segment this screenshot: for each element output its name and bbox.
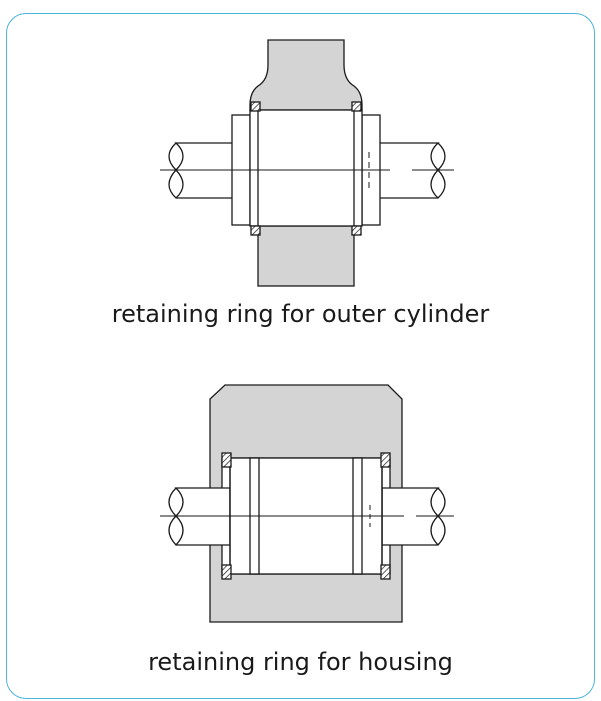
housing-web-bottom	[257, 225, 355, 287]
retaining-ring-bottom-right	[351, 225, 362, 236]
retaining-ring-bottom-left	[250, 225, 261, 236]
housing-ring-bottom-left	[221, 564, 232, 580]
figure-frame	[6, 13, 595, 699]
caption-outer-cylinder: retaining ring for outer cylinder	[111, 300, 490, 328]
housing-ring-top-left	[221, 452, 232, 468]
retaining-ring-top-right	[351, 101, 362, 112]
retaining-ring-top-left	[250, 101, 261, 112]
housing-ring-bottom-right	[380, 564, 391, 580]
housing-ring-top-right	[380, 452, 391, 468]
diagram-outer-cylinder	[160, 39, 454, 287]
housing-web-top	[249, 39, 363, 111]
diagram-housing	[160, 384, 454, 623]
caption-housing: retaining ring for housing	[148, 648, 453, 676]
outer-cylinder-body	[249, 109, 363, 227]
